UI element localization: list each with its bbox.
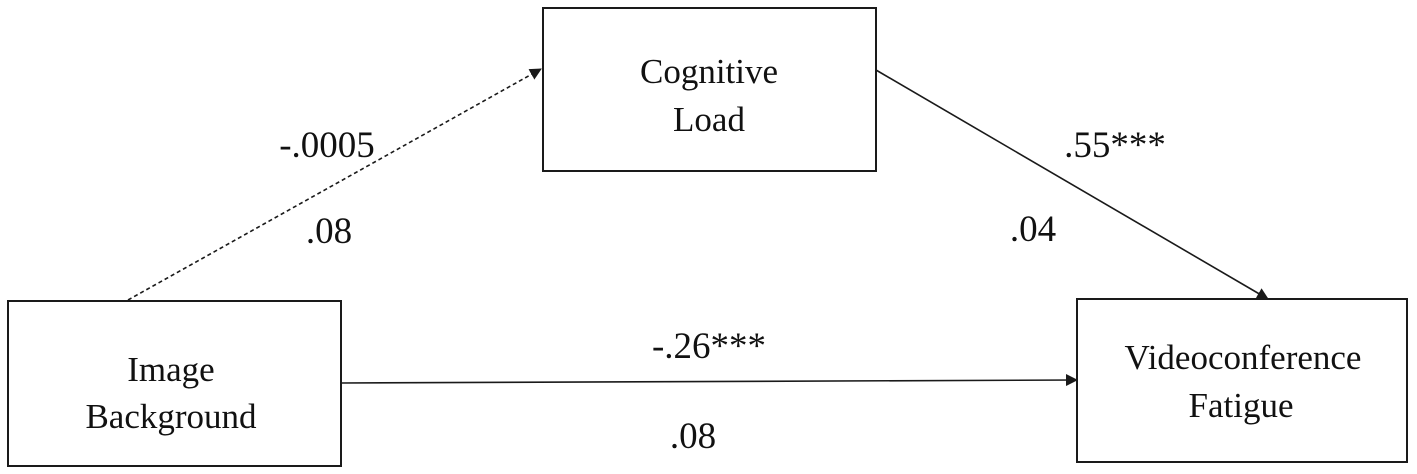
a-path-arrow: [127, 68, 542, 301]
c-path-arrow: [340, 374, 1078, 387]
a-path-se: .08: [306, 211, 352, 252]
node-cognitive-load-line1: Cognitive: [640, 52, 778, 91]
node-videoconference-fatigue-line1: Videoconference: [1125, 338, 1362, 377]
b-path-arrow: [875, 69, 1269, 300]
node-image-background: Image Background: [7, 300, 342, 467]
b-path-se: .04: [1010, 209, 1056, 250]
a-path-coefficient: -.0005: [279, 125, 375, 166]
node-cognitive-load-line2: Load: [673, 100, 745, 139]
node-image-background-line1: Image: [127, 350, 214, 389]
b-path-coefficient: .55***: [1064, 125, 1166, 166]
c-path-se: .08: [670, 416, 716, 457]
node-videoconference-fatigue: Videoconference Fatigue: [1076, 298, 1408, 463]
node-videoconference-fatigue-line2: Fatigue: [1189, 386, 1294, 425]
node-image-background-line2: Background: [85, 397, 257, 436]
node-cognitive-load: Cognitive Load: [542, 7, 877, 172]
c-path-coefficient: -.26***: [652, 326, 766, 367]
